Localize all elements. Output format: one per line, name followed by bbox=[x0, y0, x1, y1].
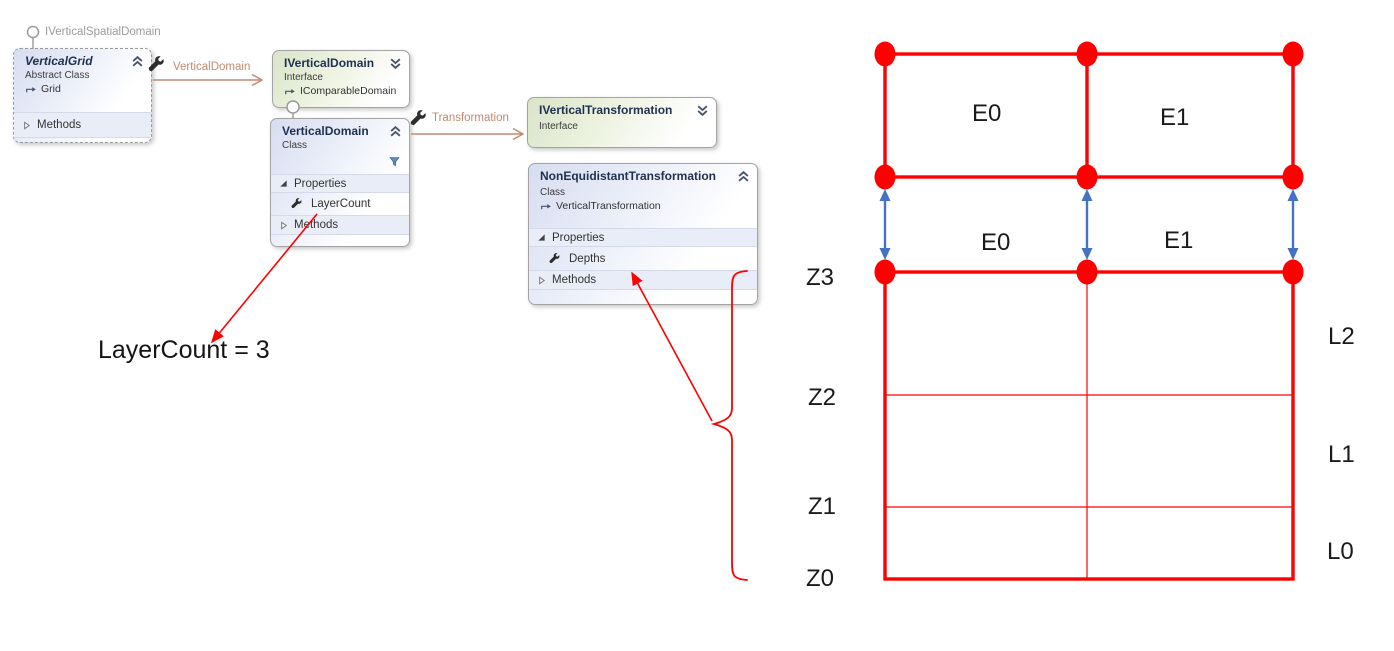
expand-chevron-icon[interactable] bbox=[696, 104, 709, 117]
iverticaltransformation-title: IVerticalTransformation bbox=[539, 103, 673, 117]
layercount-property-label: LayerCount bbox=[311, 198, 371, 210]
verticalgrid-stereotype: Abstract Class bbox=[25, 70, 90, 81]
depths-property-label: Depths bbox=[569, 252, 606, 265]
association-transformation-label: Transformation bbox=[432, 112, 509, 124]
property-wrench-icon bbox=[549, 253, 561, 265]
collapse-chevron-icon[interactable] bbox=[737, 170, 750, 183]
z0-label: Z0 bbox=[806, 565, 835, 592]
collapsed-triangle-icon[interactable] bbox=[537, 276, 546, 285]
nonequidistant-properties-row[interactable]: Properties bbox=[529, 228, 757, 247]
iverticaldomain-inherits: IComparableDomain bbox=[300, 85, 397, 97]
depths-property-row[interactable]: Depths bbox=[529, 247, 757, 270]
inherits-arrow-icon bbox=[540, 202, 552, 211]
nonequidistanttransformation-title: NonEquidistantTransformation bbox=[540, 169, 717, 183]
collapsed-triangle-icon[interactable] bbox=[279, 221, 288, 230]
inherits-arrow-icon bbox=[284, 87, 296, 96]
top-element-e1-label: E1 bbox=[1160, 104, 1190, 131]
l1-label: L1 bbox=[1328, 441, 1355, 468]
verticalgrid-class-box: VerticalGrid Abstract Class Grid Methods bbox=[13, 48, 152, 143]
property-wrench-icon bbox=[291, 198, 303, 210]
collapse-chevron-icon[interactable] bbox=[131, 55, 144, 68]
iverticaldomain-stereotype: Interface bbox=[284, 72, 323, 83]
verticalgrid-inherits: Grid bbox=[41, 83, 61, 95]
inherits-arrow-icon bbox=[25, 85, 37, 94]
nonequidistanttransformation-stereotype: Class bbox=[540, 187, 566, 198]
association-verticaldomain-label: VerticalDomain bbox=[173, 61, 251, 73]
z3-label: Z3 bbox=[806, 264, 835, 291]
verticaldomain-properties-row[interactable]: Properties bbox=[271, 174, 409, 193]
collapsed-triangle-icon[interactable] bbox=[22, 121, 31, 130]
verticalgrid-methods-row[interactable]: Methods bbox=[14, 112, 151, 138]
expand-chevron-icon[interactable] bbox=[389, 57, 402, 70]
verticalgrid-title: VerticalGrid bbox=[25, 54, 93, 68]
nonequidistanttransformation-inherits: VerticalTransformation bbox=[556, 200, 661, 212]
properties-label: Properties bbox=[552, 231, 605, 244]
top-element-e0-label: E0 bbox=[972, 100, 1002, 127]
filter-funnel-icon[interactable] bbox=[389, 156, 400, 167]
layercount-property-row[interactable]: LayerCount bbox=[271, 193, 409, 215]
iverticaldomain-interface-box: IVerticalDomain Interface IComparableDom… bbox=[272, 50, 410, 108]
mid-element-e1-label: E1 bbox=[1164, 227, 1194, 254]
nonequidistanttransformation-class-box: NonEquidistantTransformation Class Verti… bbox=[528, 163, 758, 305]
methods-label: Methods bbox=[552, 274, 597, 286]
verticaldomain-class-box: VerticalDomain Class Properties LayerCou… bbox=[270, 118, 410, 247]
iverticaltransformation-stereotype: Interface bbox=[539, 121, 578, 132]
properties-label: Properties bbox=[294, 177, 347, 190]
iverticaltransformation-interface-box: IVerticalTransformation Interface bbox=[527, 97, 717, 148]
l0-label: L0 bbox=[1327, 538, 1354, 565]
nonequidistant-methods-row[interactable]: Methods bbox=[529, 270, 757, 290]
verticaldomain-stereotype: Class bbox=[282, 140, 308, 151]
layercount-annotation: LayerCount = 3 bbox=[98, 336, 270, 364]
iverticaldomain-title: IVerticalDomain bbox=[284, 56, 375, 70]
l2-label: L2 bbox=[1328, 323, 1355, 350]
methods-label: Methods bbox=[37, 119, 82, 131]
z1-label: Z1 bbox=[808, 493, 837, 520]
expanded-triangle-icon[interactable] bbox=[279, 179, 288, 188]
methods-label: Methods bbox=[294, 219, 339, 231]
expanded-triangle-icon[interactable] bbox=[537, 233, 546, 242]
lollipop-interface-label: IVerticalSpatialDomain bbox=[45, 26, 161, 38]
verticaldomain-title: VerticalDomain bbox=[282, 124, 369, 138]
verticaldomain-methods-row[interactable]: Methods bbox=[271, 215, 409, 235]
z2-label: Z2 bbox=[808, 384, 837, 411]
mid-element-e0-label: E0 bbox=[981, 229, 1011, 256]
collapse-chevron-icon[interactable] bbox=[389, 125, 402, 138]
